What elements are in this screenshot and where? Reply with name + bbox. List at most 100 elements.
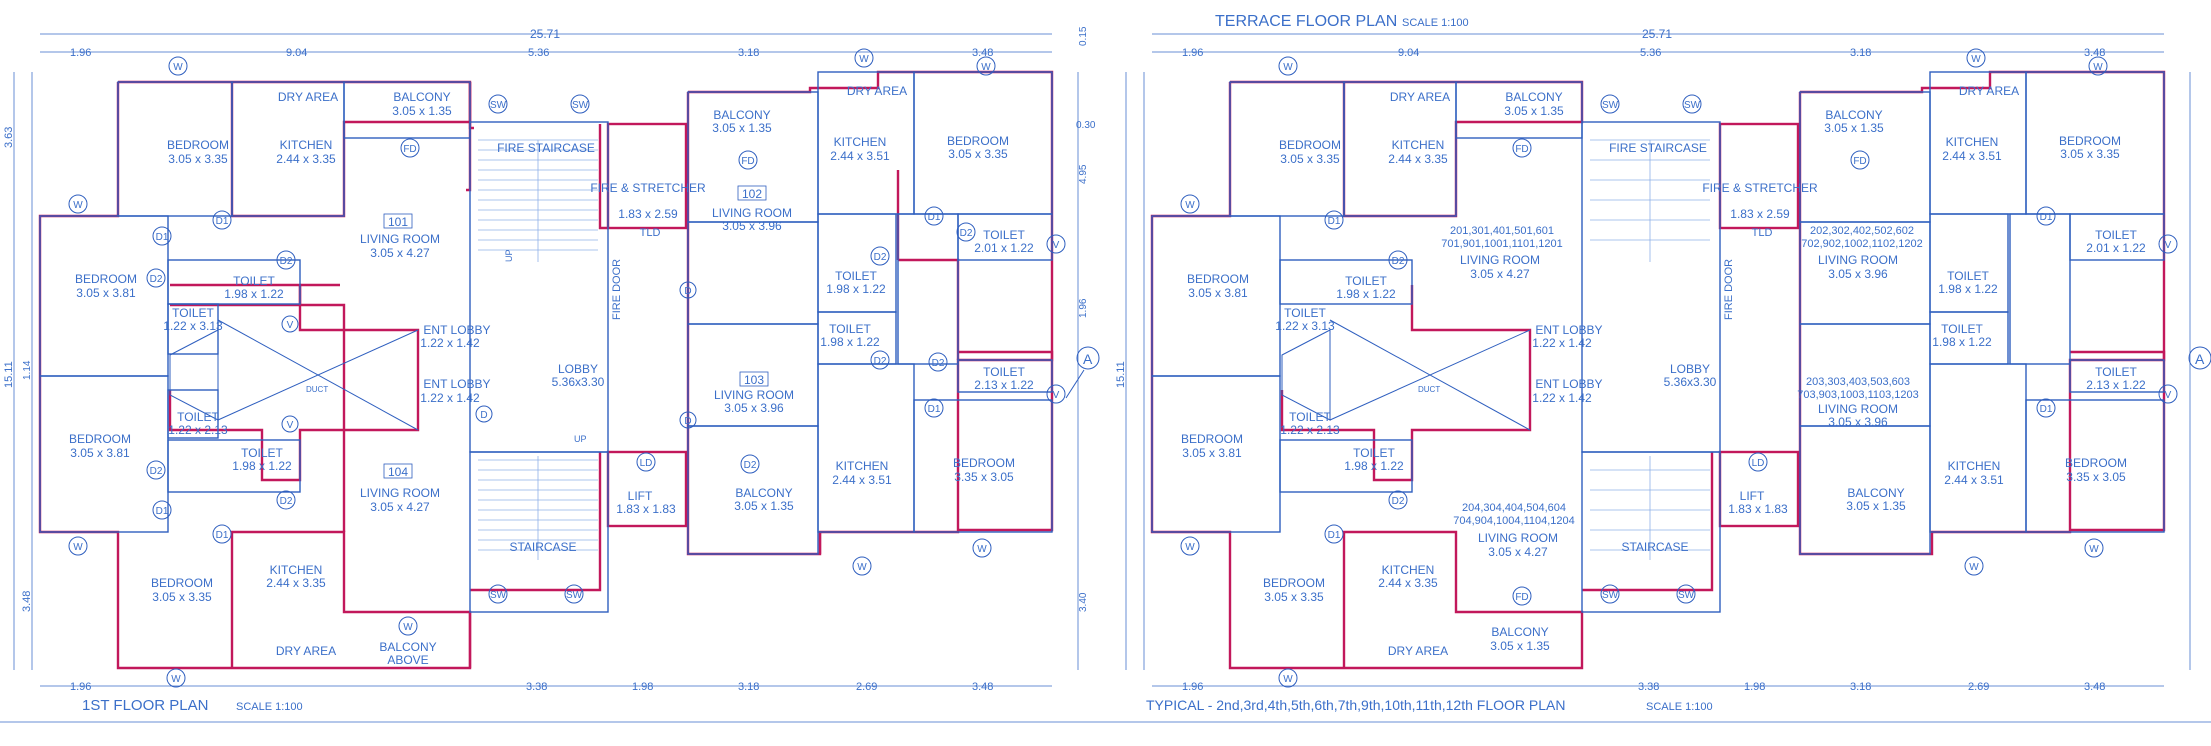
room-name: FIRE & STRETCHER — [1702, 181, 1818, 195]
room-size: 2.44 x 3.51 — [830, 149, 890, 163]
right-dim: 4.95 — [1078, 164, 1089, 184]
room-size: 3.05 x 3.35 — [1264, 590, 1324, 604]
tld-label: TLD — [640, 227, 661, 239]
window-tag: W — [1283, 674, 1293, 685]
window-tag: W — [977, 544, 987, 555]
room-name: ENT LOBBY — [423, 323, 490, 337]
room-name: TOILET — [829, 322, 871, 336]
door-tag: D1 — [216, 216, 229, 227]
window-tag: W — [1971, 54, 1981, 65]
left-dim: 3.63 — [3, 127, 15, 148]
room-size: 1.98 x 1.22 — [1932, 335, 1992, 349]
door-tag: D1 — [2040, 404, 2053, 415]
room-name: BEDROOM — [953, 456, 1015, 470]
room-size: 1.22 x 1.42 — [1532, 391, 1592, 405]
room-name: KITCHEN — [1382, 563, 1435, 577]
room-name: KITCHEN — [280, 138, 333, 152]
fd-tag: FD — [1853, 156, 1866, 167]
sw-tag: SW — [1684, 100, 1701, 111]
plan-title: TYPICAL - 2nd,3rd,4th,5th,6th,7th,9th,10… — [1146, 697, 1565, 713]
sw-tag: SW — [566, 590, 583, 601]
door-tag: D2 — [280, 256, 293, 267]
room-size: 2.01 x 1.22 — [974, 241, 1034, 255]
flat-number: 704,904,1004,1104,1204 — [1453, 515, 1575, 527]
room-name: BALCONY — [1825, 108, 1882, 122]
room-name: TOILET — [1345, 274, 1387, 288]
first-floor-plan: 25.71 1.96 9.04 5.36 3.18 3.48 1.96 3.38… — [3, 26, 1100, 714]
sw-tag: SW — [490, 590, 507, 601]
left-dim: 1.14 — [22, 360, 33, 380]
ld-tag: LD — [640, 458, 653, 469]
room-size: 3.05 x 3.81 — [1182, 446, 1242, 460]
flat-number: 103 — [744, 373, 764, 387]
room-size: 1.83 x 1.83 — [1728, 502, 1788, 516]
window-tag: W — [73, 200, 83, 211]
room-size: 2.13 x 1.22 — [2086, 378, 2146, 392]
room-name: ENT LOBBY — [1535, 377, 1602, 391]
bottom-dim: 1.96 — [70, 681, 91, 693]
room-size: 3.05 x 3.35 — [2060, 147, 2120, 161]
room-size: 3.05 x 4.27 — [1488, 545, 1548, 559]
room-size: 2.44 x 3.35 — [1378, 576, 1438, 590]
room-size: 3.05 x 1.35 — [1846, 499, 1906, 513]
room-name: TOILET — [1941, 322, 1983, 336]
room-name: TOILET — [1353, 446, 1395, 460]
room-size: 3.05 x 3.96 — [724, 401, 784, 415]
room-size: 1.22 x 1.42 — [420, 336, 480, 350]
v-tag: V — [287, 420, 294, 431]
room-name: TOILET — [2095, 365, 2137, 379]
top-dim: 1.96 — [70, 47, 91, 59]
top-dim: 1.96 — [1182, 47, 1203, 59]
fd-tag: FD — [403, 144, 416, 155]
sw-tag: SW — [1602, 100, 1619, 111]
room-name: BEDROOM — [69, 432, 131, 446]
room-size: 3.05 x 4.27 — [370, 500, 430, 514]
terrace-title: TERRACE FLOOR PLAN — [1215, 13, 1397, 30]
section-marker: A — [1083, 351, 1093, 367]
room-size: 5.36x3.30 — [1664, 375, 1717, 389]
room-size: 1.22 x 2.13 — [1280, 423, 1340, 437]
room-name: BALCONY — [1847, 486, 1904, 500]
right-dim: 3.40 — [1078, 592, 1089, 612]
room-size: ABOVE — [387, 653, 428, 667]
door-tag: D2 — [1392, 256, 1405, 267]
room-name: ENT LOBBY — [1535, 323, 1602, 337]
up-label: UP — [504, 249, 514, 262]
room-name: LIVING ROOM — [1818, 402, 1898, 416]
fd-tag: FD — [1515, 592, 1528, 603]
window-tag: W — [1283, 62, 1293, 73]
room-name: KITCHEN — [836, 459, 889, 473]
flat-number: 703,903,1003,1103,1203 — [1797, 389, 1919, 401]
top-dim: 9.04 — [1398, 47, 1419, 59]
room-name: BALCONY — [1505, 90, 1562, 104]
room-size: 3.05 x 1.35 — [392, 104, 452, 118]
flat-number: 202,302,402,502,602 — [1810, 225, 1914, 237]
top-dim: 3.48 — [972, 47, 993, 59]
room-size: 1.98 x 1.22 — [820, 335, 880, 349]
top-dim: 5.36 — [528, 47, 549, 59]
sw-tag: SW — [1602, 590, 1619, 601]
room-name: DRY AREA — [1388, 644, 1448, 658]
door-tag: D1 — [1328, 216, 1341, 227]
room-size: 1.22 x 2.13 — [168, 423, 228, 437]
window-tag: W — [857, 562, 867, 573]
room-name: STAIRCASE — [1621, 540, 1688, 554]
window-tag: W — [1185, 542, 1195, 553]
up-label: UP — [574, 434, 587, 444]
room-name: FIRE & STRETCHER — [590, 181, 706, 195]
room-name: FIRE STAIRCASE — [497, 141, 595, 155]
room-name: BEDROOM — [75, 272, 137, 286]
room-name: LIVING ROOM — [712, 206, 792, 220]
room-name: LIVING ROOM — [1818, 253, 1898, 267]
door-tag: D2 — [874, 356, 887, 367]
room-name: BEDROOM — [2065, 456, 2127, 470]
room-size: 1.83 x 2.59 — [618, 207, 678, 221]
bottom-dim: 2.69 — [856, 681, 877, 693]
flat-number: 104 — [388, 465, 408, 479]
room-size: 2.44 x 3.51 — [1942, 149, 2002, 163]
room-name: BEDROOM — [947, 134, 1009, 148]
room-name: KITCHEN — [1946, 135, 1999, 149]
window-tag: W — [73, 542, 83, 553]
room-size: 2.44 x 3.51 — [832, 473, 892, 487]
room-size: 3.05 x 3.35 — [152, 590, 212, 604]
